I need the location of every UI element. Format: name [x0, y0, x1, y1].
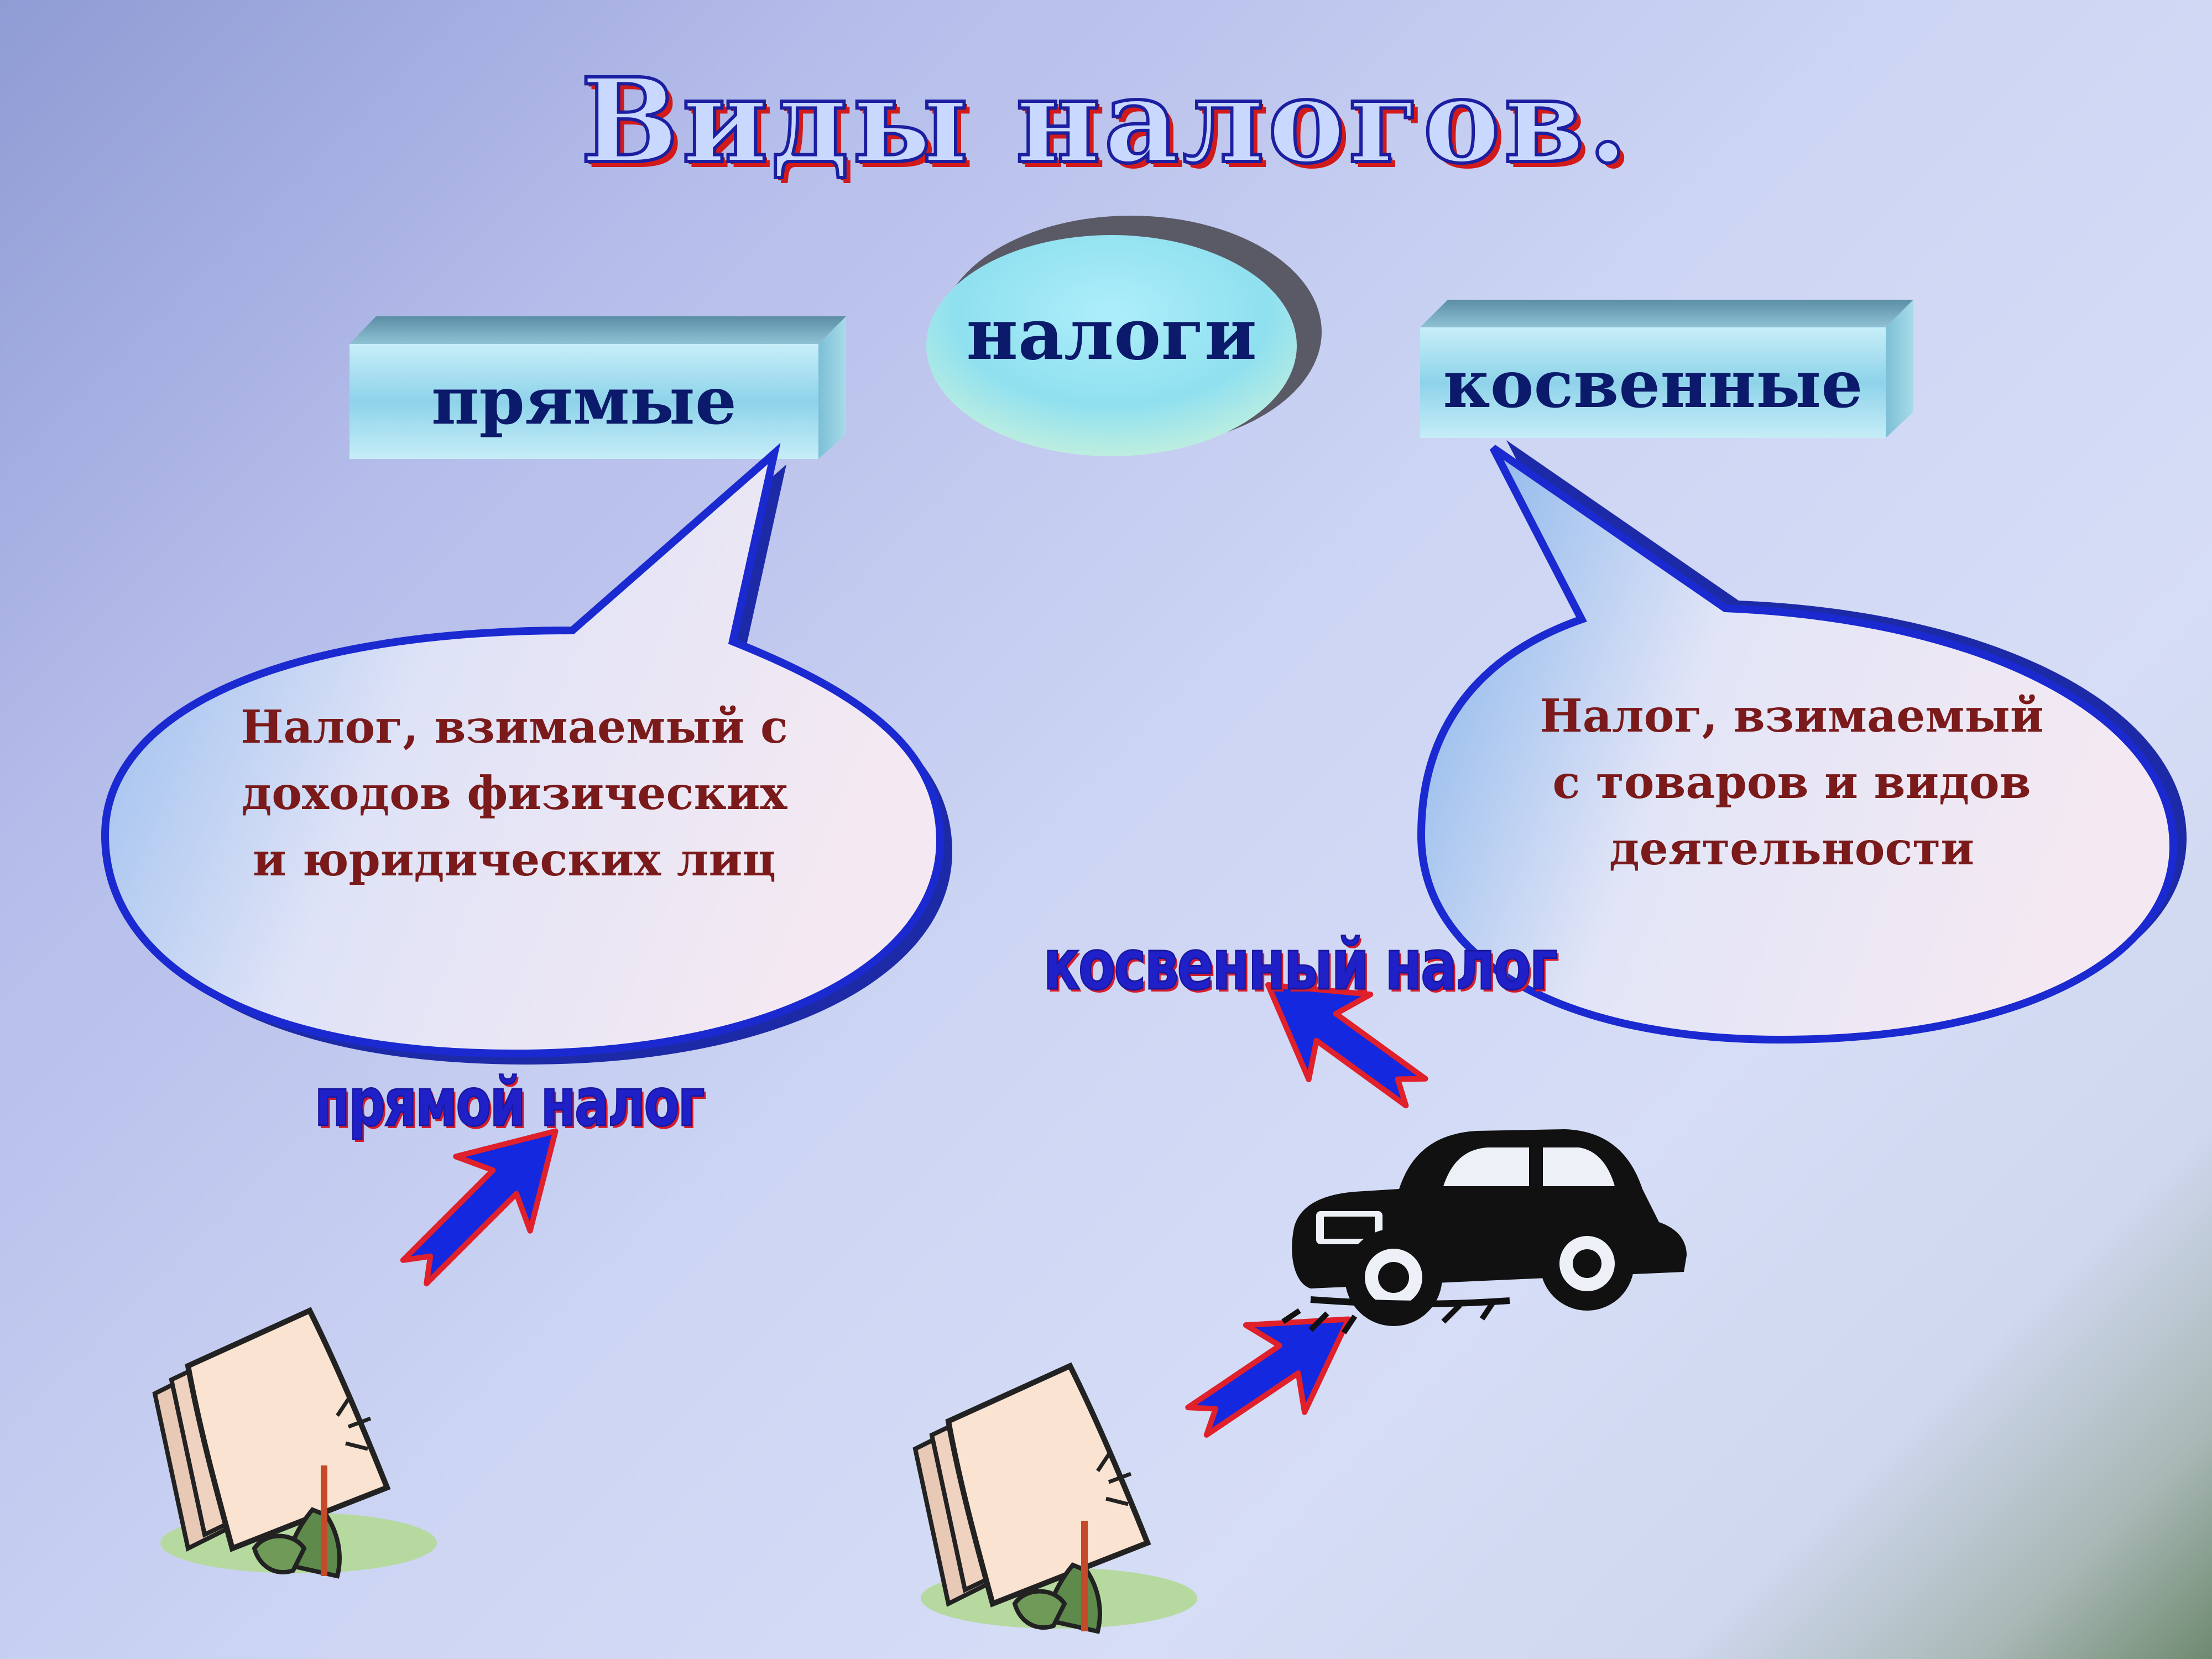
document-figure-icon	[912, 1362, 1197, 1634]
indirect-description-line: деятельности	[1609, 822, 1975, 875]
direct-box-label: прямые	[431, 362, 737, 439]
arrow-indirect-to-label	[1265, 982, 1428, 1109]
direct-arrow-label: прямой налог	[314, 1064, 705, 1142]
car-icon	[1281, 1129, 1687, 1334]
indirect-box-label: косвенные	[1443, 346, 1863, 422]
document-figure-icon	[152, 1307, 437, 1579]
center-node-label: налоги	[966, 293, 1257, 376]
bubble-indirect	[1417, 440, 2187, 1044]
indirect-description-line: Налог, взимаемый	[1540, 690, 2044, 743]
slide-title: Виды налогов.	[579, 51, 1632, 191]
arrow-direct	[400, 1128, 559, 1287]
oval-taxes	[926, 216, 1322, 456]
box-direct	[349, 316, 846, 459]
indirect-description-line: с товаров и видов	[1552, 756, 2031, 809]
indirect-description: Налог, взимаемый с товаров и видов деяте…	[1493, 683, 2090, 882]
direct-description-line: Налог, взимаемый с	[241, 701, 788, 754]
direct-description-line: доходов физических	[241, 767, 787, 820]
direct-description: Налог, взимаемый с доходов физических и …	[210, 694, 818, 893]
arrow-indirect-to-car	[1185, 1316, 1352, 1438]
indirect-arrow-label: косвенный налог	[1042, 924, 1558, 1006]
bubble-direct	[101, 442, 952, 1065]
box-indirect	[1420, 300, 1913, 438]
direct-description-line: и юридических лиц	[253, 833, 776, 886]
